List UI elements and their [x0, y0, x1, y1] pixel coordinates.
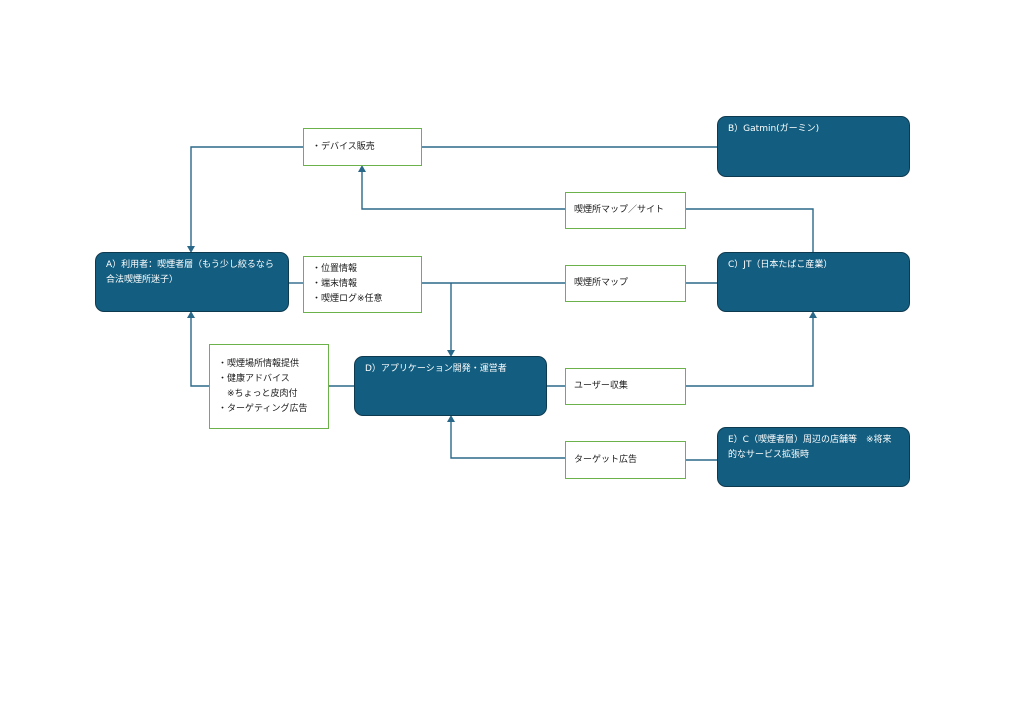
- arrowhead-user-top: [187, 246, 195, 253]
- note-user-collection: ユーザー収集: [565, 368, 686, 405]
- connector-map-site-to-device-sales: [361, 170, 565, 210]
- note-targeted-ads-line: ターゲット広告: [574, 454, 638, 465]
- note-device-sales-line: ・デバイス販売: [312, 141, 375, 152]
- arrowhead-user-bottom: [187, 311, 195, 318]
- actor-user: A）利用者：喫煙者層（もう少し絞るなら合法喫煙所迷子）: [95, 252, 289, 312]
- note-smoking-map: 喫煙所マップ: [565, 265, 686, 302]
- note-targeted-ads: ターゲット広告: [565, 441, 686, 479]
- actor-garmin: B）Gatmin(ガーミン): [717, 116, 910, 177]
- note-smoking-map-line: 喫煙所マップ: [574, 278, 629, 288]
- connector-jt-to-map-site: [686, 208, 814, 252]
- actor-stores: E）C（喫煙者層）周辺の店舗等 ※将来的なサービス拡張時: [717, 427, 910, 487]
- note-services-line-2: ・健康アドバイス: [218, 373, 290, 384]
- arrowhead-operator-top: [447, 350, 455, 357]
- connector-user-collection-to-jt: [686, 316, 814, 387]
- connector-device-sales-to-user: [190, 146, 303, 248]
- note-user-collection-line: ユーザー収集: [574, 381, 628, 391]
- arrowhead-operator-bottom: [447, 415, 455, 422]
- note-services-line-4: ・ターゲティング広告: [218, 403, 308, 414]
- note-services: ・喫煙場所情報提供 ・健康アドバイス ※ちょっと皮肉付 ・ターゲティング広告: [209, 344, 329, 429]
- actor-operator-label: D）アプリケーション開発・運営者: [365, 364, 507, 374]
- actor-stores-label: E）C（喫煙者層）周辺の店舗等 ※将来的なサービス拡張時: [728, 435, 892, 460]
- actor-user-label: A）利用者：喫煙者層（もう少し絞るなら合法喫煙所迷子）: [106, 260, 274, 285]
- note-services-line-1: ・喫煙場所情報提供: [218, 358, 300, 369]
- arrowhead-jt-bottom: [809, 311, 817, 318]
- note-services-line-3: ※ちょっと皮肉付: [218, 388, 298, 399]
- note-smoking-map-site: 喫煙所マップ／サイト: [565, 192, 686, 229]
- arrowhead-device-sales-bottom: [358, 165, 366, 172]
- note-user-data-line-2: ・端末情報: [312, 279, 358, 289]
- note-user-data-line-1: ・位置情報: [312, 264, 358, 274]
- actor-jt-label: C）JT（日本たばこ産業）: [728, 260, 833, 270]
- connector-services-to-user: [190, 316, 209, 387]
- actor-jt: C）JT（日本たばこ産業）: [717, 252, 910, 312]
- note-device-sales: ・デバイス販売: [303, 128, 422, 166]
- actor-operator: D）アプリケーション開発・運営者: [354, 356, 547, 416]
- connector-targeted-ads-to-operator: [450, 420, 565, 459]
- note-user-data-line-3: ・喫煙ログ※任意: [312, 294, 383, 304]
- actor-garmin-label: B）Gatmin(ガーミン): [728, 124, 820, 134]
- note-user-data: ・位置情報 ・端末情報 ・喫煙ログ※任意: [303, 256, 422, 313]
- note-smoking-map-site-line: 喫煙所マップ／サイト: [574, 205, 665, 215]
